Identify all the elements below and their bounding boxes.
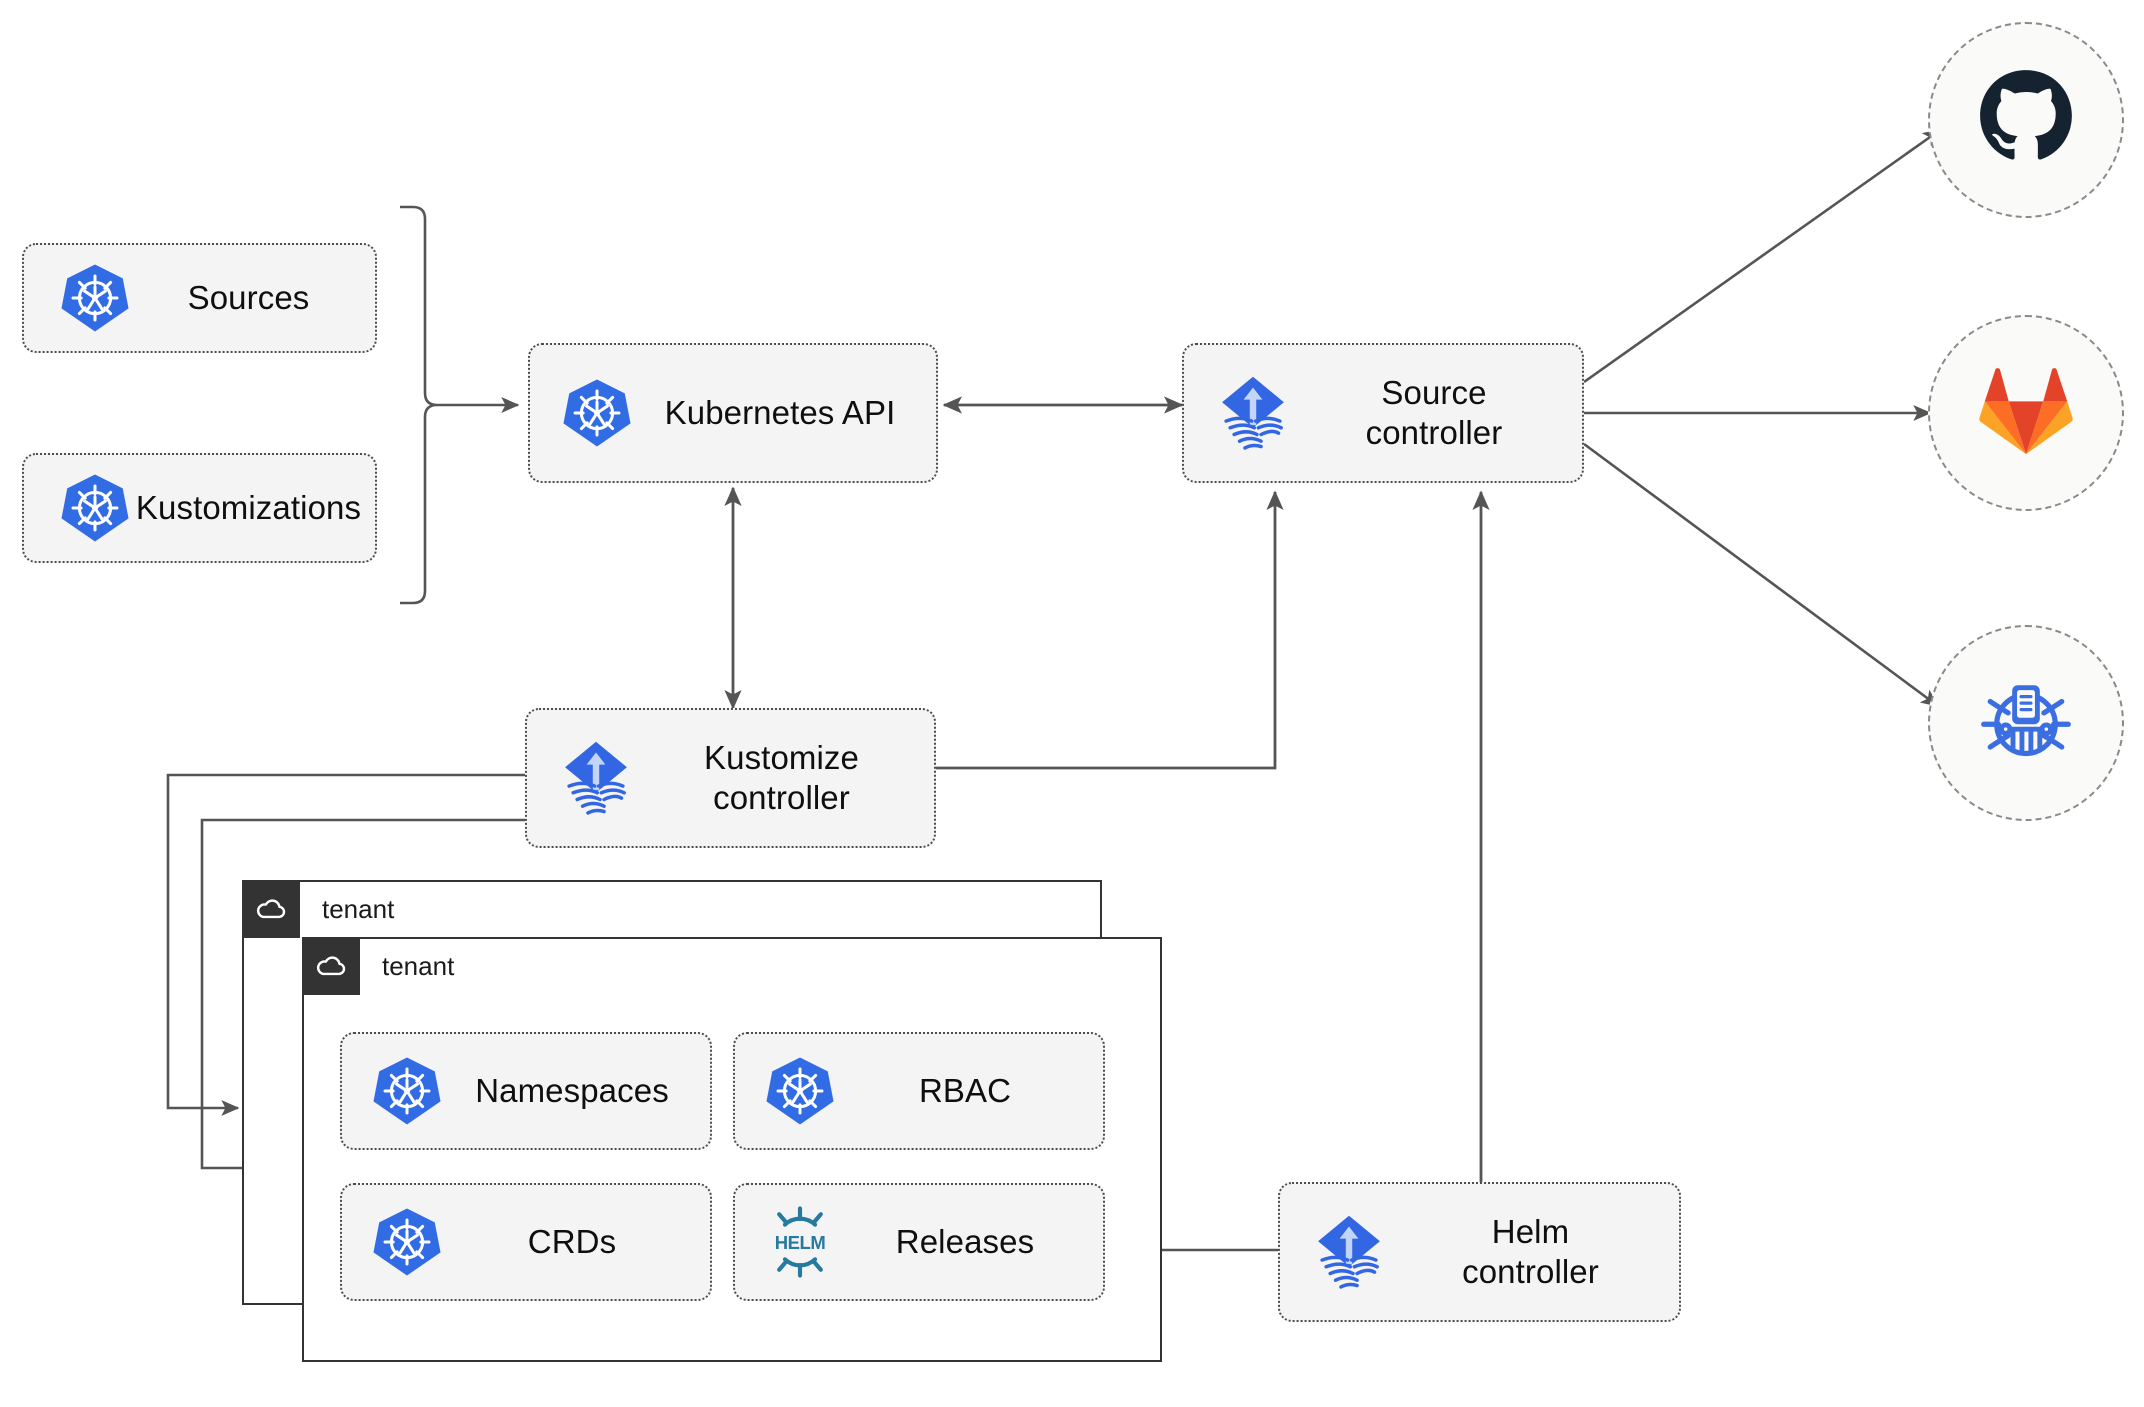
kubernetes-icon (370, 1205, 444, 1279)
flux-icon (1210, 370, 1296, 456)
provider-gitlab[interactable] (1928, 315, 2124, 511)
node-label-kustomize-controller: Kustomize controller (704, 738, 859, 816)
provider-github[interactable] (1928, 22, 2124, 218)
provider-bucket[interactable] (1928, 625, 2124, 821)
node-kustomize-controller[interactable]: Kustomize controller (525, 708, 936, 848)
kubernetes-icon (370, 1054, 444, 1128)
node-label-releases: Releases (895, 1222, 1035, 1260)
node-label-sources: Sources (187, 278, 310, 316)
node-label-kubernetes-api: Kubernetes API (664, 393, 896, 431)
kubernetes-icon (58, 471, 132, 545)
bucket-icon (1974, 669, 2078, 778)
edge-source-github (1583, 128, 1942, 384)
node-source-controller[interactable]: Source controller (1182, 343, 1584, 483)
kubernetes-icon (560, 376, 634, 450)
node-label-helm-controller: Helm controller (1462, 1212, 1599, 1290)
gitlab-icon (1978, 365, 2074, 462)
cloud-icon (242, 880, 300, 938)
tenant-header-front: tenant (302, 937, 454, 995)
node-label-kustomizations: Kustomizations (135, 488, 362, 526)
node-label-rbac: RBAC (918, 1071, 1012, 1109)
helm-icon: HELM (763, 1205, 837, 1279)
node-label-source-controller: Source controller (1365, 373, 1503, 451)
edge-kustomize-source-controller (936, 490, 1284, 770)
node-sources[interactable]: Sources (22, 243, 377, 353)
tenant-header-back: tenant (242, 880, 394, 938)
node-rbac[interactable]: RBAC (733, 1032, 1105, 1150)
tenant-label-front: tenant (382, 950, 455, 981)
github-icon (1976, 68, 2076, 173)
cloud-icon (302, 937, 360, 995)
tenant-label-back: tenant (322, 893, 395, 924)
kubernetes-icon (763, 1054, 837, 1128)
flux-icon (553, 735, 639, 821)
kubernetes-icon (58, 261, 132, 335)
node-helm-controller[interactable]: Helm controller (1278, 1182, 1681, 1322)
node-kustomizations[interactable]: Kustomizations (22, 453, 377, 563)
node-kubernetes-api[interactable]: Kubernetes API (528, 343, 938, 483)
flux-icon (1306, 1209, 1392, 1295)
resources-bracket (400, 205, 520, 605)
edge-source-bucket (1583, 442, 1940, 708)
svg-text:HELM: HELM (775, 1232, 826, 1253)
node-label-crds: CRDs (527, 1222, 617, 1260)
node-label-namespaces: Namespaces (475, 1071, 669, 1109)
node-releases[interactable]: HELM Releases (733, 1183, 1105, 1301)
node-crds[interactable]: CRDs (340, 1183, 712, 1301)
node-namespaces[interactable]: Namespaces (340, 1032, 712, 1150)
